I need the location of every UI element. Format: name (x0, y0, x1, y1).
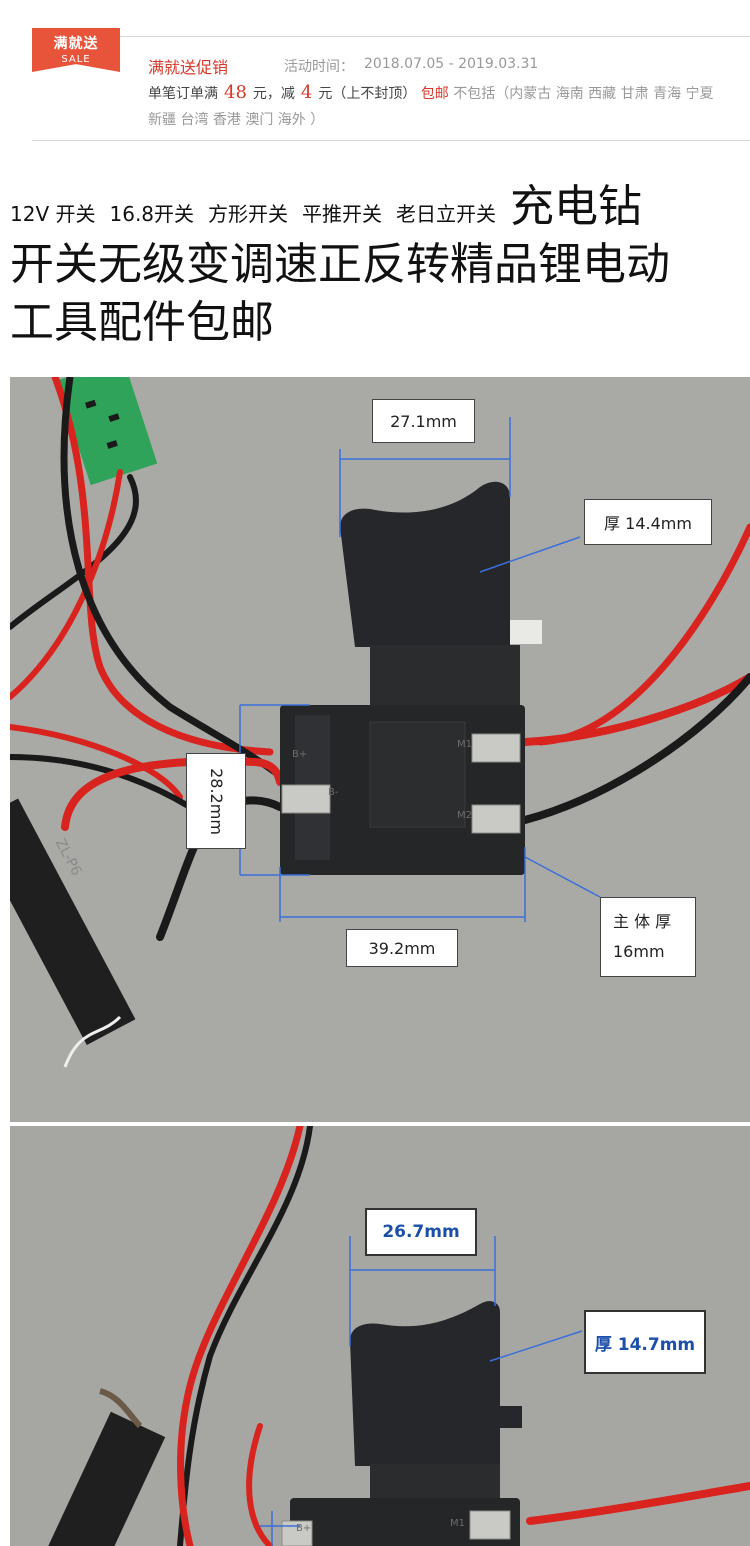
shipping-exclusion: 不包括（内蒙古 海南 西藏 甘肃 青海 宁夏 新疆 台湾 香港 澳门 海外 ） (148, 86, 714, 128)
dimension-label-trigger-width: 26.7mm (365, 1208, 477, 1256)
title-tag: 平推开关 (302, 202, 383, 226)
dimension-label-trigger-width: 27.1mm (372, 399, 475, 443)
promo-rule: 单笔订单满 48 元，减 4 元（上不封顶） 包邮 不包括（内蒙古 海南 西藏 甘肃 青… (148, 80, 728, 133)
pcb-board (56, 377, 158, 486)
switch-trigger (350, 1301, 522, 1504)
dimension-label-body-height: 28.2mm (186, 753, 246, 849)
product-photo-2: B+ M1 26.7mm 厚 14.7mm (10, 1126, 750, 1546)
discount-amount: 4 (300, 82, 313, 103)
promo-time-label: 活动时间： (284, 59, 354, 75)
terminal-b-plus: B+ (296, 1523, 311, 1534)
rule-mid: 元，减 (252, 86, 295, 102)
title-line-1: 12V 开关 16.8开关方形开关平推开关老日立开关充电钻 (10, 178, 740, 236)
body-thickness-line2: 16mm (613, 942, 665, 961)
title-tag: 老日立开关 (396, 202, 497, 226)
switch-body: B+ M1 (281, 1498, 520, 1546)
terminal-m1: M1 (457, 739, 472, 750)
rule-prefix: 单笔订单满 (148, 86, 218, 102)
product-photo-1: ZL-P6 B+ B- M1 M2 (10, 377, 750, 1122)
title-big-text: 充电钻 (510, 181, 643, 232)
divider (32, 140, 750, 141)
promo-banner: 满就送 SALE 满就送促销 活动时间： 2018.07.05 - 2019.0… (0, 0, 750, 155)
sale-badge: 满就送 SALE (32, 28, 120, 72)
wires (177, 1126, 750, 1546)
switch-body: B+ B- M1 M2 (280, 705, 525, 875)
rule-suffix: 元（上不封顶） (318, 86, 417, 102)
switch-illustration-2: B+ M1 (10, 1126, 750, 1546)
product-title: 12V 开关 16.8开关方形开关平推开关老日立开关充电钻 开关无级变调速正反转精… (10, 178, 740, 352)
dimension-label-body-width: 39.2mm (346, 929, 458, 967)
body-thickness-line1: 主 体 厚 (613, 912, 672, 931)
title-line-3: 工具配件包邮 (10, 297, 274, 348)
wires (10, 377, 750, 941)
terminal-m2: M2 (457, 810, 472, 821)
title-tag: 12V 开关 (10, 202, 96, 226)
badge-sub-text: SALE (61, 54, 91, 65)
threshold-amount: 48 (224, 82, 247, 103)
title-line-2: 开关无级变调速正反转精品锂电动 (10, 239, 670, 290)
title-tag: 方形开关 (208, 202, 289, 226)
free-shipping-label: 包邮 (420, 86, 449, 102)
promo-title[interactable]: 满就送促销 (148, 58, 229, 77)
switch-trigger (340, 481, 542, 705)
title-tag: 16.8开关 (109, 202, 195, 226)
body-height-text: 28.2mm (206, 767, 226, 835)
promo-time-value: 2018.07.05 - 2019.03.31 (364, 56, 539, 72)
divider (32, 36, 750, 37)
capacitor-module (34, 1388, 166, 1546)
dimension-label-trigger-thickness: 厚 14.7mm (584, 1310, 706, 1374)
terminal-b-plus: B+ (292, 749, 307, 760)
dimension-lines (260, 1236, 583, 1546)
terminal-b-minus: B- (328, 787, 339, 798)
terminal-m1: M1 (450, 1518, 465, 1529)
switch-illustration: ZL-P6 B+ B- M1 M2 (10, 377, 750, 1122)
dimension-label-body-thickness: 主 体 厚 16mm (600, 897, 696, 977)
dimension-lines (239, 417, 601, 922)
badge-main-text: 满就送 (53, 36, 99, 52)
dimension-label-trigger-thickness: 厚 14.4mm (584, 499, 712, 545)
